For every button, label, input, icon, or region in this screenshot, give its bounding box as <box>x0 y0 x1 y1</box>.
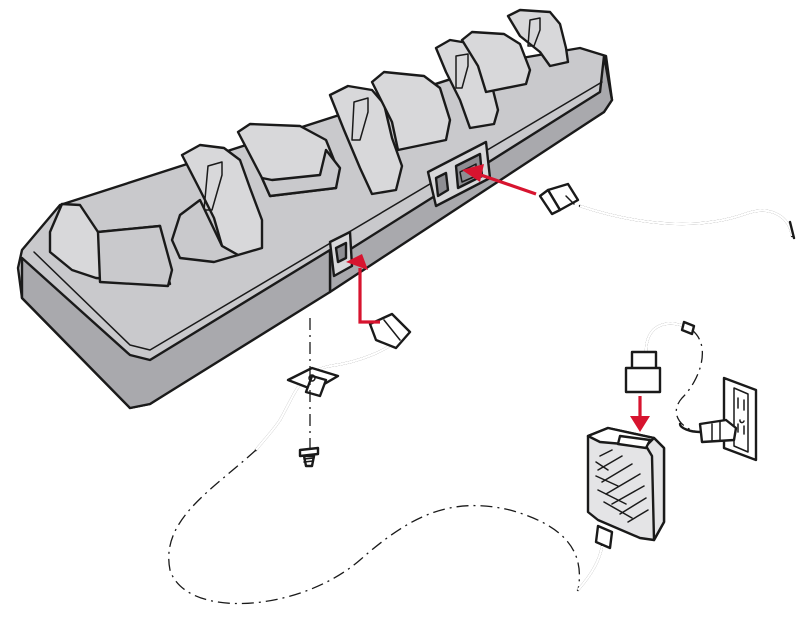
ethernet-cable <box>538 182 796 240</box>
dock-slot-1 <box>48 143 264 288</box>
ac-wall-plug-icon <box>678 418 738 444</box>
dock-slot-2 <box>236 84 404 198</box>
charging-dock-icon <box>16 8 614 410</box>
dc-power-port <box>328 230 354 278</box>
dc-cable-extension <box>168 449 580 605</box>
dock-front-lip <box>20 248 332 410</box>
screw-icon <box>298 446 320 468</box>
dock-slot-4 <box>460 8 570 94</box>
power-supply-brick-icon <box>576 426 666 592</box>
ac-connect-arrow <box>630 396 650 432</box>
ethernet-connect-arrow <box>462 164 537 196</box>
ethernet-port <box>426 140 492 208</box>
dc-barrel-plug-icon <box>368 312 412 350</box>
dc-cable <box>254 312 412 452</box>
wall-outlet-icon <box>722 376 758 462</box>
vent-grill <box>595 449 649 523</box>
rj45-plug-icon <box>538 182 580 216</box>
iec-connector-icon <box>624 350 662 394</box>
dc-connect-arrow <box>346 254 380 324</box>
cable-clip-icon <box>286 366 340 398</box>
ac-power-cord <box>624 320 703 433</box>
